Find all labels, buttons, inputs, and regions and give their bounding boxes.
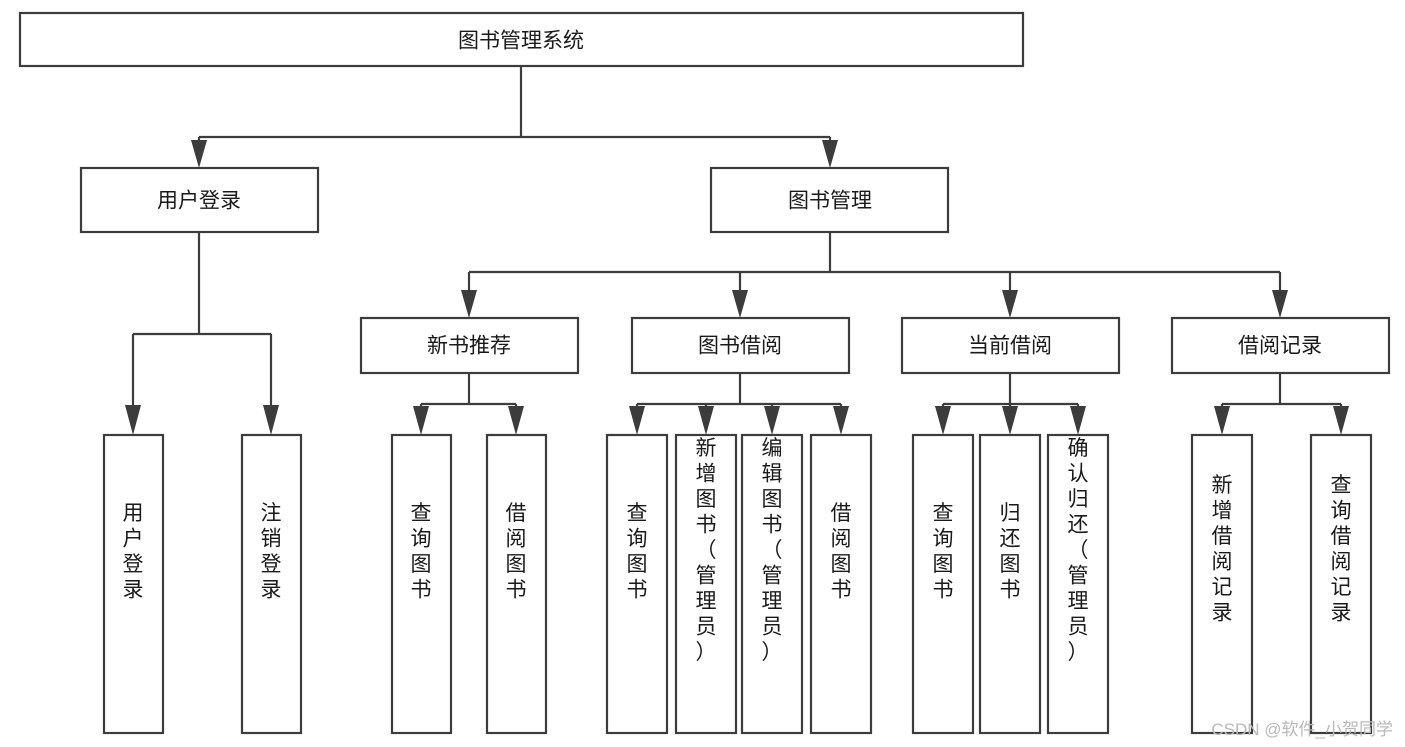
connectors-book-borrow-to-leaves bbox=[629, 373, 849, 435]
leaf-nb-borrow-book-box bbox=[485, 433, 548, 735]
node-borrow-record-label: 借阅记录 bbox=[1238, 335, 1322, 358]
leaf-bb-edit-book-label: 编辑图书（管理员） bbox=[762, 437, 783, 664]
leaf-br-query-record-label: 查询借阅记录 bbox=[1331, 474, 1352, 625]
leaf-br-add-record-box bbox=[1190, 433, 1254, 735]
node-root-label: 图书管理系统 bbox=[458, 30, 584, 53]
leaf-node-bb-add-book[interactable]: 新增图书（管理员） bbox=[674, 433, 738, 735]
arrowhead-borrow-record bbox=[1272, 290, 1288, 318]
arrowhead-nb-borrow-book bbox=[508, 406, 524, 435]
leaf-logout-label: 注销登录 bbox=[261, 502, 282, 602]
node-borrow-record-box bbox=[1170, 316, 1391, 375]
node-book-borrow[interactable]: 图书借阅 bbox=[630, 316, 851, 375]
node-book-borrow-label: 图书借阅 bbox=[698, 335, 782, 358]
connectors-current-borrow-to-leaves bbox=[935, 373, 1086, 435]
leaf-br-add-record-label: 新增借阅记录 bbox=[1212, 474, 1233, 625]
arrowhead-book-management bbox=[822, 140, 838, 168]
node-current-borrow-box bbox=[900, 316, 1121, 375]
watermark-label: CSDN @软件_小贺同学 bbox=[1211, 720, 1393, 739]
arrowhead-leaf-user-login bbox=[125, 405, 141, 435]
arrowhead-book-borrow bbox=[732, 290, 748, 318]
leaf-bb-query-book-box bbox=[605, 433, 669, 735]
connectors-root-to-level2 bbox=[191, 66, 838, 168]
leaf-bb-add-book-label: 新增图书（管理员） bbox=[696, 437, 717, 664]
leaf-cb-confirm-return-box bbox=[1046, 433, 1110, 735]
node-root-box bbox=[18, 11, 1025, 68]
node-new-book-recommend[interactable]: 新书推荐 bbox=[359, 316, 580, 375]
node-book-management-label: 图书管理 bbox=[788, 190, 872, 213]
connectors-borrow-record-to-leaves bbox=[1214, 373, 1349, 435]
arrowhead-current-borrow bbox=[1002, 290, 1018, 318]
node-user-login-label: 用户登录 bbox=[157, 190, 241, 213]
arrowhead-leaf-logout bbox=[263, 405, 279, 435]
node-borrow-record[interactable]: 借阅记录 bbox=[1170, 316, 1391, 375]
leaf-user-login-label: 用户登录 bbox=[123, 502, 144, 602]
arrowhead-br-add-record bbox=[1214, 406, 1230, 435]
arrowhead-bb-add-book bbox=[698, 406, 714, 435]
leaf-node-logout[interactable]: 注销登录 bbox=[240, 433, 303, 735]
node-current-borrow-label: 当前借阅 bbox=[968, 335, 1052, 358]
leaf-nb-borrow-book-label: 借阅图书 bbox=[506, 502, 527, 602]
arrowhead-bb-query-book bbox=[629, 406, 645, 435]
leaf-cb-query-book-box bbox=[911, 433, 975, 735]
arrowhead-cb-confirm-return bbox=[1070, 406, 1086, 435]
leaf-node-bb-edit-book[interactable]: 编辑图书（管理员） bbox=[740, 433, 804, 735]
connectors-new-book-to-leaves bbox=[413, 373, 524, 435]
connectors-user-login-to-leaves bbox=[125, 232, 279, 435]
leaf-cb-confirm-return-label: 确认归还（管理员） bbox=[1068, 437, 1089, 664]
leaf-bb-add-book-box bbox=[674, 433, 738, 735]
node-book-management-system[interactable]: 图书管理系统 bbox=[18, 11, 1025, 68]
leaf-node-user-login[interactable]: 用户登录 bbox=[102, 433, 165, 735]
node-user-login-box bbox=[79, 166, 320, 234]
leaf-node-bb-query-book[interactable]: 查询图书 bbox=[605, 433, 669, 735]
leaf-bb-borrow-book-label: 借阅图书 bbox=[831, 502, 852, 602]
node-new-book-recommend-label: 新书推荐 bbox=[427, 335, 511, 358]
leaf-nb-query-book-box bbox=[390, 433, 453, 735]
arrowhead-cb-return-book bbox=[1002, 406, 1018, 435]
leaf-nb-query-book-label: 查询图书 bbox=[411, 502, 432, 602]
leaf-node-br-add-record[interactable]: 新增借阅记录 bbox=[1190, 433, 1254, 735]
leaf-node-br-query-record[interactable]: 查询借阅记录 bbox=[1309, 433, 1373, 735]
leaf-cb-query-book-label: 查询图书 bbox=[933, 502, 954, 602]
arrowhead-br-query-record bbox=[1333, 406, 1349, 435]
arrowhead-bb-edit-book bbox=[764, 406, 780, 435]
connectors-book-mgmt-to-level3 bbox=[461, 232, 1288, 318]
leaf-bb-query-book-label: 查询图书 bbox=[627, 502, 648, 602]
node-book-borrow-box bbox=[630, 316, 851, 375]
node-user-login[interactable]: 用户登录 bbox=[79, 166, 320, 234]
leaf-node-nb-borrow-book[interactable]: 借阅图书 bbox=[485, 433, 548, 735]
leaf-cb-return-book-box bbox=[978, 433, 1042, 735]
leaf-node-cb-query-book[interactable]: 查询图书 bbox=[911, 433, 975, 735]
leaf-node-cb-return-book[interactable]: 归还图书 bbox=[978, 433, 1042, 735]
leaf-user-login-box bbox=[102, 433, 165, 735]
arrowhead-user-login bbox=[191, 140, 207, 168]
leaf-logout-box bbox=[240, 433, 303, 735]
leaf-cb-return-book-label: 归还图书 bbox=[1000, 502, 1021, 602]
leaf-bb-borrow-book-box bbox=[809, 433, 873, 735]
node-book-management-box bbox=[709, 166, 950, 234]
node-current-borrow[interactable]: 当前借阅 bbox=[900, 316, 1121, 375]
node-new-book-recommend-box bbox=[359, 316, 580, 375]
leaf-bb-edit-book-box bbox=[740, 433, 804, 735]
leaf-node-nb-query-book[interactable]: 查询图书 bbox=[390, 433, 453, 735]
node-book-management[interactable]: 图书管理 bbox=[709, 166, 950, 234]
leaf-node-bb-borrow-book[interactable]: 借阅图书 bbox=[809, 433, 873, 735]
leaf-node-cb-confirm-return[interactable]: 确认归还（管理员） bbox=[1046, 433, 1110, 735]
leaf-br-query-record-box bbox=[1309, 433, 1373, 735]
arrowhead-bb-borrow-book bbox=[833, 406, 849, 435]
arrowhead-cb-query-book bbox=[935, 406, 951, 435]
arrowhead-nb-query-book bbox=[413, 406, 429, 435]
arrowhead-new-book-recommend bbox=[461, 290, 477, 318]
